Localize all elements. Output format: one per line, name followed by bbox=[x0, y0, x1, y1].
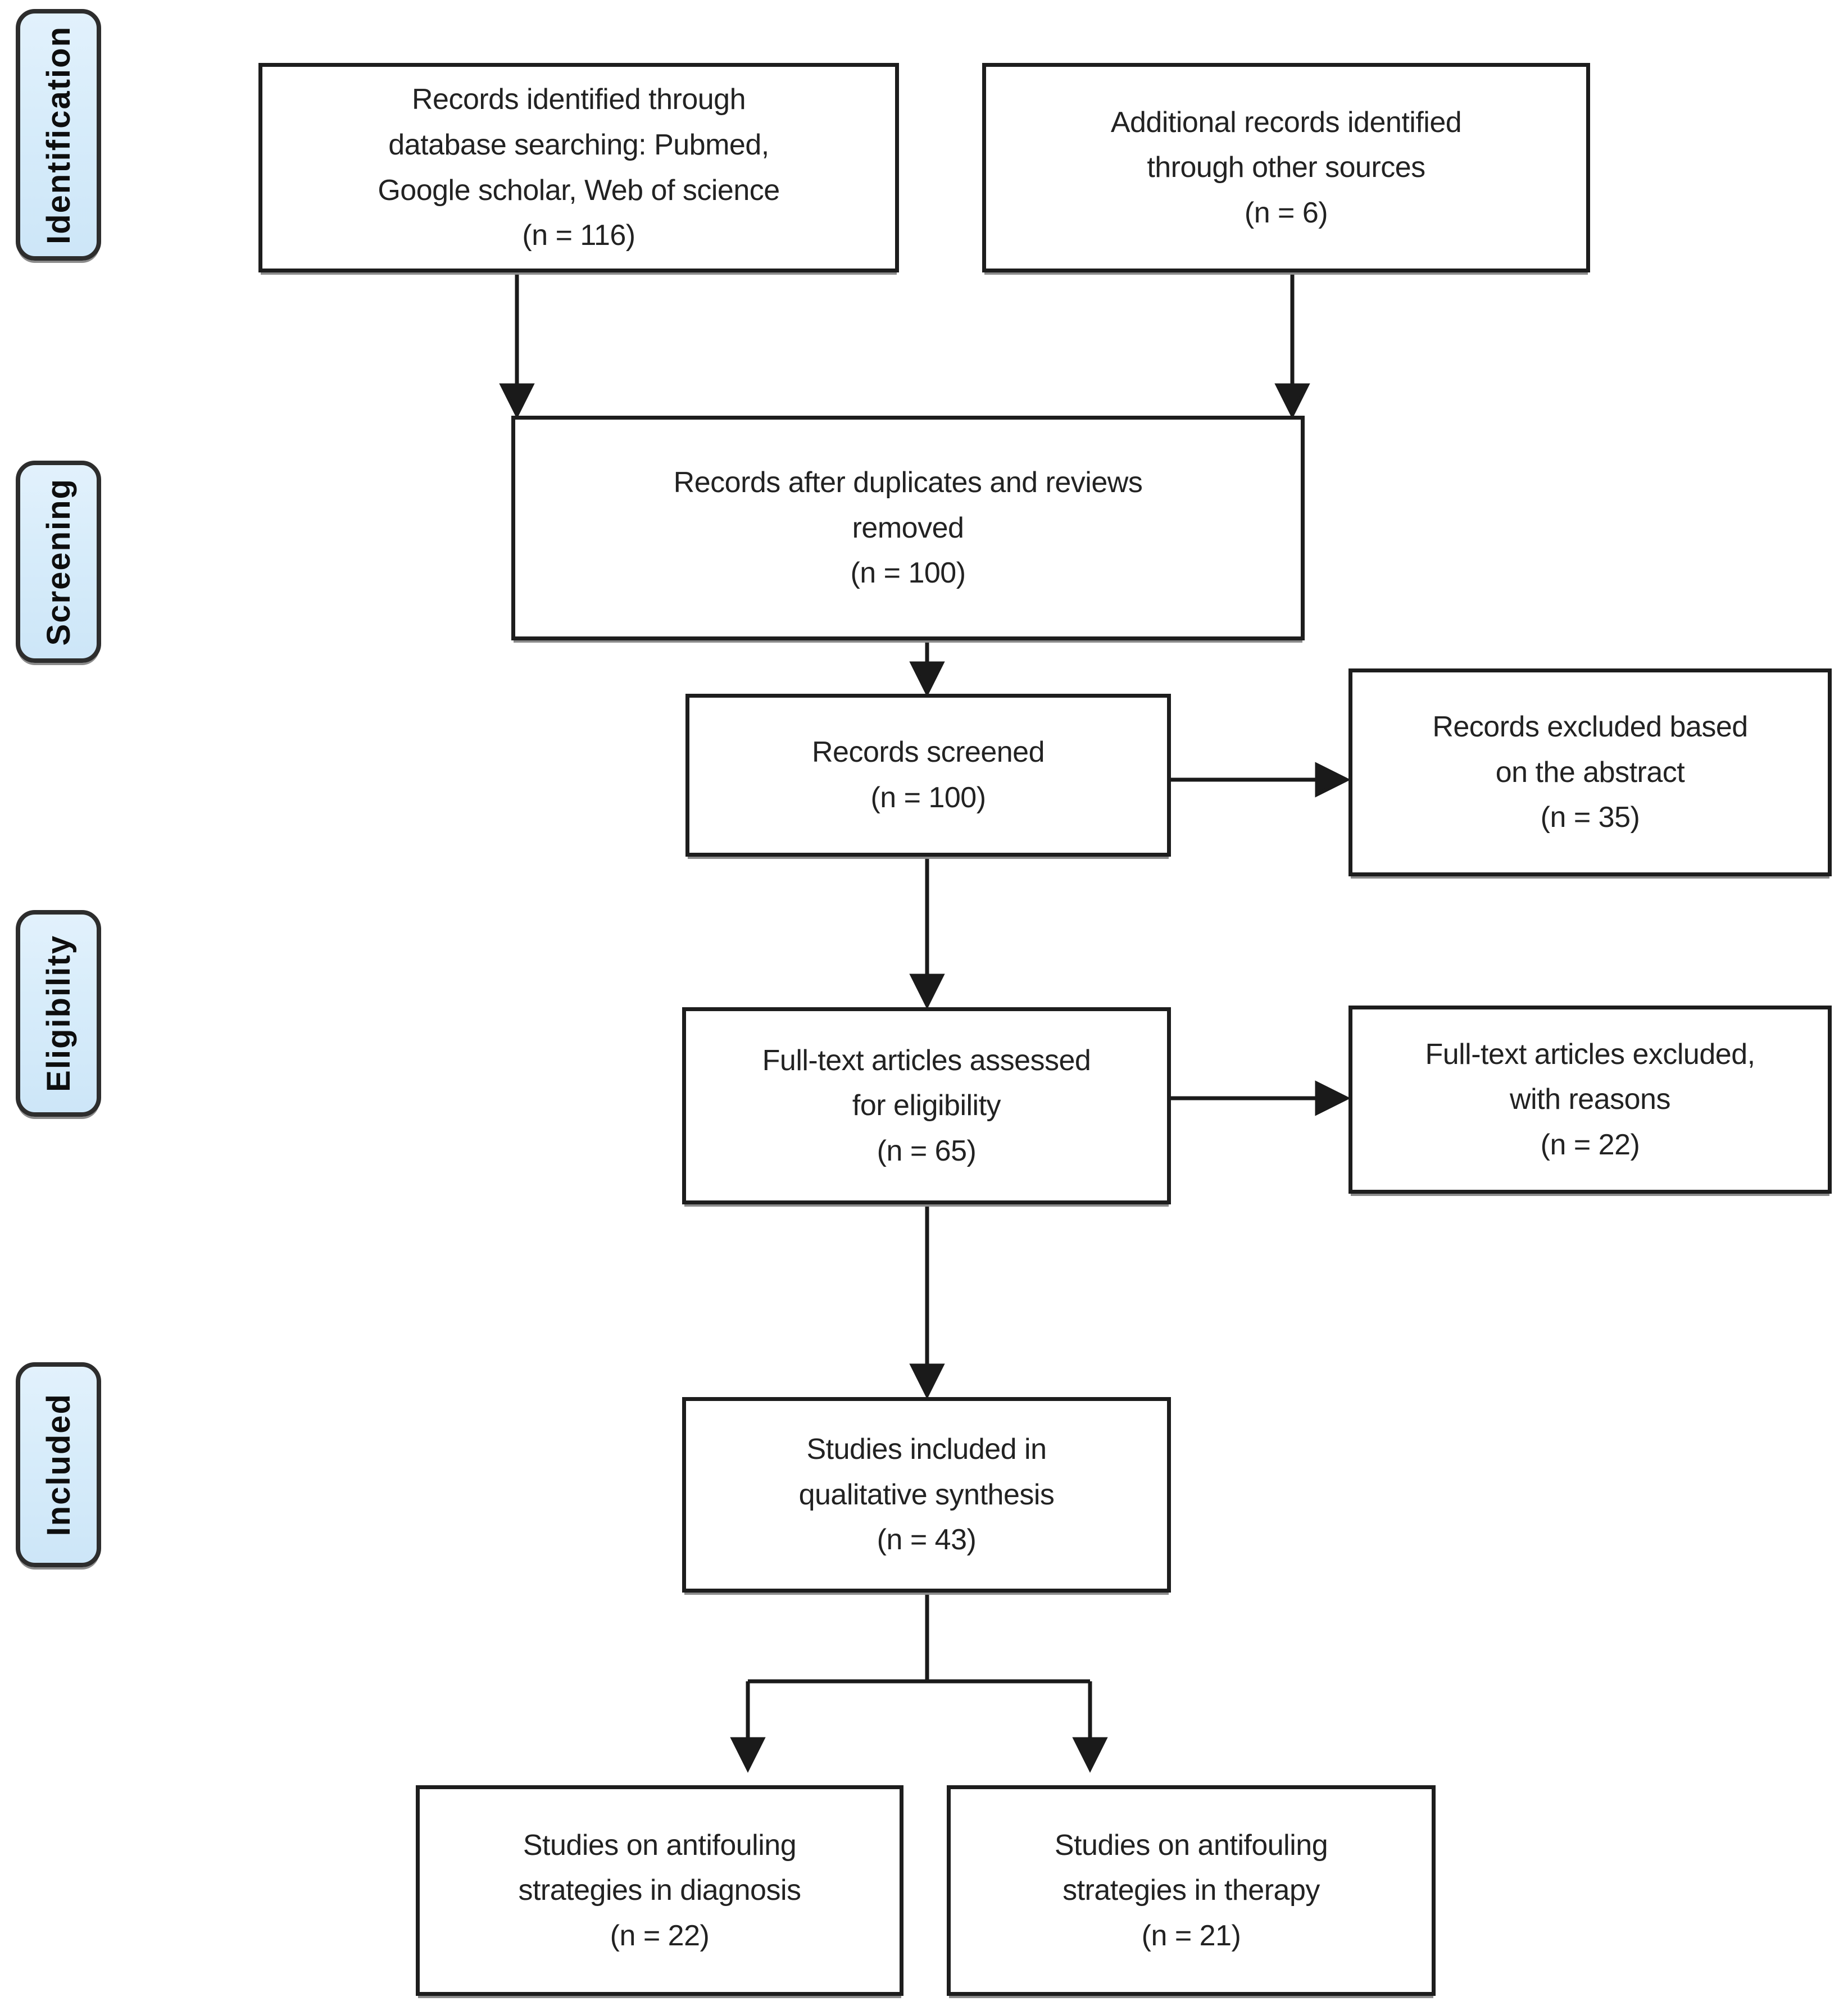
stage-tab-label: Eligibility bbox=[40, 935, 77, 1092]
box-fulltext-excluded: Full-text articles excluded, with reason… bbox=[1348, 1006, 1832, 1194]
stage-tab-included: Included bbox=[16, 1362, 101, 1567]
box-qualitative-synthesis: Studies included in qualitative synthesi… bbox=[682, 1397, 1171, 1593]
box-duplicates-removed-text: Records after duplicates and reviews rem… bbox=[673, 466, 1143, 590]
box-additional-records: Additional records identified through ot… bbox=[982, 63, 1590, 272]
box-records-excluded: Records excluded based on the abstract (… bbox=[1348, 668, 1832, 876]
box-fulltext-excluded-text: Full-text articles excluded, with reason… bbox=[1425, 1038, 1755, 1161]
stage-tab-identification: Identification bbox=[16, 9, 101, 261]
box-records-identified-text: Records identified through database sear… bbox=[378, 83, 780, 252]
stage-tab-label: Screening bbox=[40, 477, 77, 646]
box-records-screened: Records screened (n = 100) bbox=[685, 694, 1171, 857]
box-diagnosis: Studies on antifouling strategies in dia… bbox=[416, 1785, 903, 1996]
box-fulltext-assessed: Full-text articles assessed for eligibil… bbox=[682, 1007, 1171, 1204]
box-fulltext-assessed-text: Full-text articles assessed for eligibil… bbox=[762, 1044, 1091, 1167]
box-records-excluded-text: Records excluded based on the abstract (… bbox=[1432, 711, 1748, 834]
box-qualitative-synthesis-text: Studies included in qualitative synthesi… bbox=[798, 1433, 1055, 1557]
stage-tab-label: Identification bbox=[40, 25, 77, 244]
box-additional-records-text: Additional records identified through ot… bbox=[1110, 106, 1462, 229]
box-therapy-text: Studies on antifouling strategies in the… bbox=[1054, 1828, 1328, 1952]
box-diagnosis-text: Studies on antifouling strategies in dia… bbox=[518, 1828, 801, 1952]
box-therapy: Studies on antifouling strategies in the… bbox=[947, 1785, 1436, 1996]
stage-tab-label: Included bbox=[40, 1393, 77, 1536]
box-records-identified: Records identified through database sear… bbox=[258, 63, 899, 272]
stage-tab-eligibility: Eligibility bbox=[16, 910, 101, 1117]
stage-tab-screening: Screening bbox=[16, 461, 101, 663]
box-records-screened-text: Records screened (n = 100) bbox=[812, 736, 1045, 814]
box-duplicates-removed: Records after duplicates and reviews rem… bbox=[511, 416, 1305, 640]
